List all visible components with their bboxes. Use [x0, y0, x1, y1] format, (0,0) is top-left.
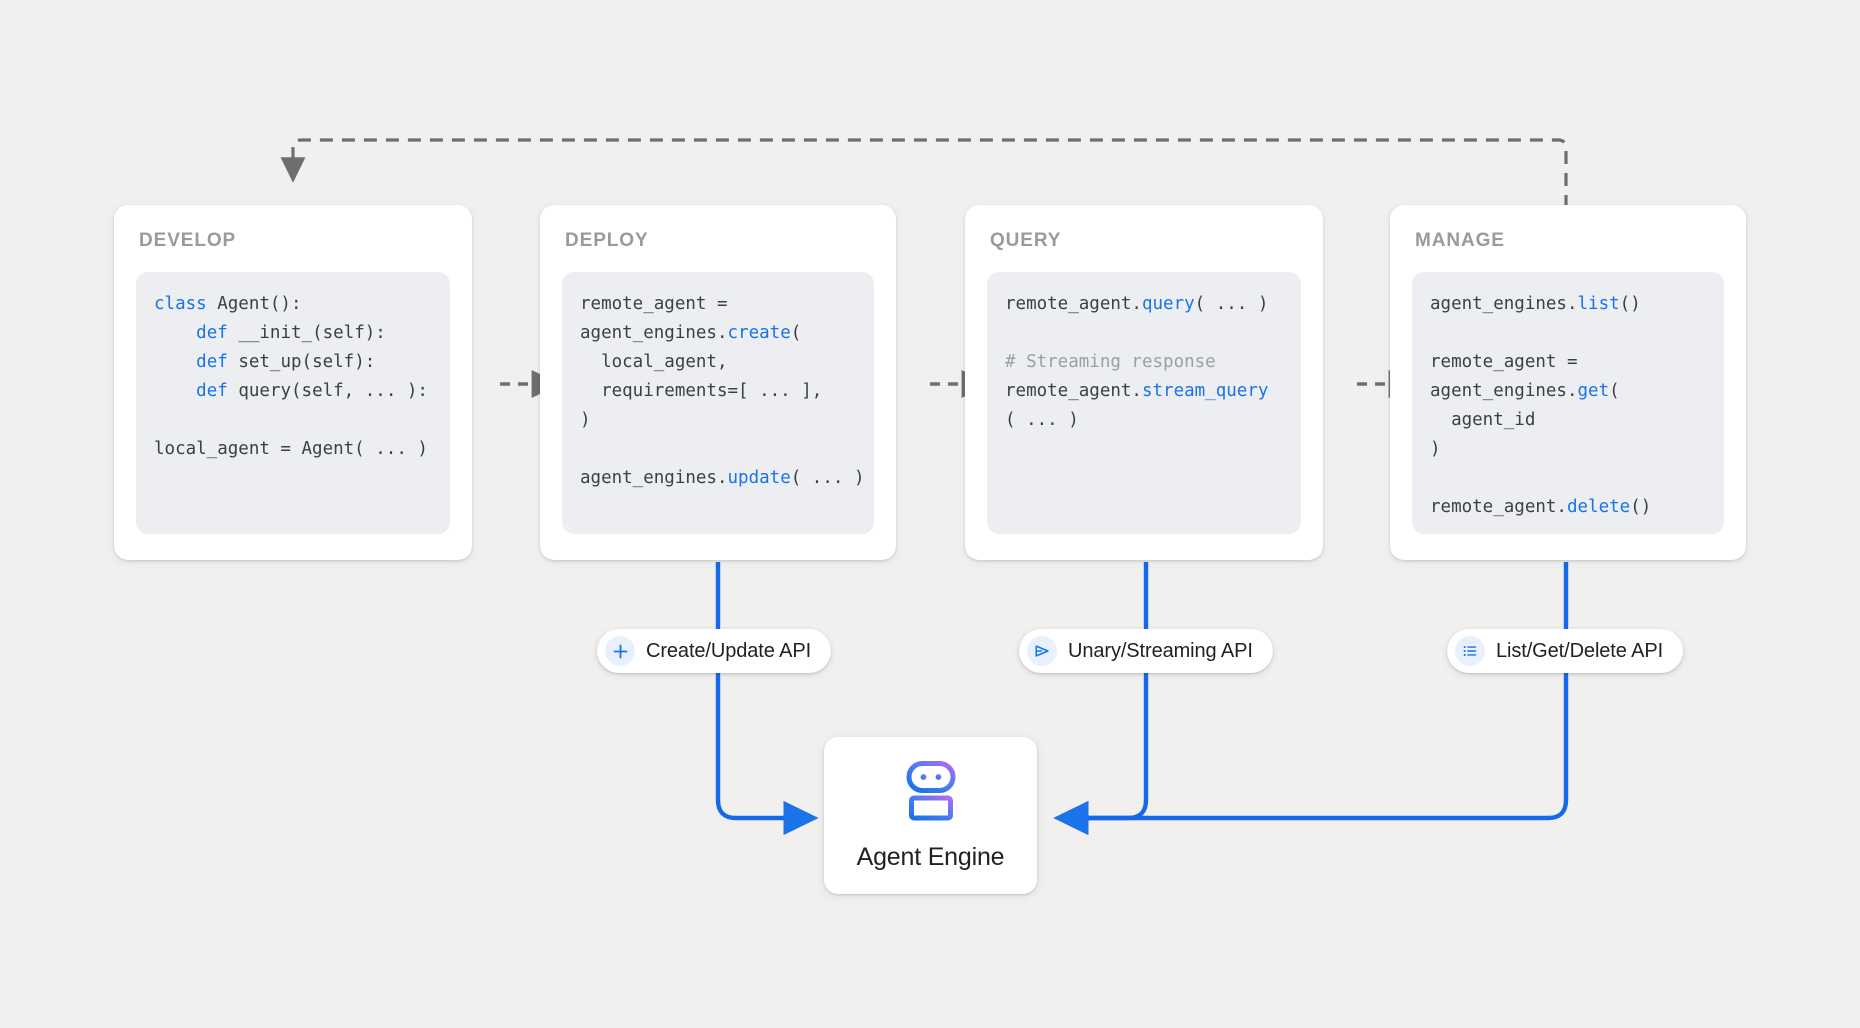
code-line: ( ... ): [1005, 410, 1079, 430]
code-line: requirements=[ ... ],: [580, 381, 823, 401]
code-line: [580, 435, 858, 464]
send-icon: [1027, 636, 1057, 666]
code-block-deploy: remote_agent = agent_engines.create( loca…: [562, 272, 874, 534]
code-line: agent_engines.get(: [1430, 381, 1620, 401]
stage-card-deploy[interactable]: DEPLOY remote_agent = agent_engines.creat…: [540, 205, 896, 560]
api-pill-label: List/Get/Delete API: [1496, 639, 1664, 662]
code-line: [1005, 319, 1285, 348]
agent-engine-card[interactable]: Agent Engine: [824, 737, 1037, 894]
code-block-query: remote_agent.query( ... ) # Streaming re…: [987, 272, 1301, 534]
code-line: remote_agent =: [580, 294, 728, 314]
code-line: [1430, 319, 1708, 348]
code-line: # Streaming response: [1005, 352, 1216, 372]
code-line: [154, 406, 434, 435]
list-icon: [1455, 636, 1485, 666]
blue-path-query-to-engine: [1053, 562, 1149, 836]
stage-title-manage: MANAGE: [1415, 230, 1505, 251]
code-line: def __init_(self):: [196, 323, 386, 343]
code-line: remote_agent =: [1430, 352, 1578, 372]
code-line: agent_engines.create(: [580, 323, 802, 343]
code-line: [1430, 464, 1708, 493]
api-pill-label: Unary/Streaming API: [1068, 639, 1253, 662]
code-line: ): [580, 410, 591, 430]
code-block-manage: agent_engines.list() remote_agent = agent…: [1412, 272, 1724, 534]
stage-title-deploy: DEPLOY: [565, 230, 649, 251]
robot-icon: [895, 760, 967, 827]
api-pill-create-update[interactable]: Create/Update API: [597, 629, 832, 673]
stage-card-query[interactable]: QUERY remote_agent.query( ... ) # Stream…: [965, 205, 1323, 560]
stage-card-manage[interactable]: MANAGE agent_engines.list() remote_agent…: [1390, 205, 1746, 560]
code-line: local_agent = Agent( ... ): [154, 439, 428, 459]
stage-title-develop: DEVELOP: [139, 230, 237, 251]
blue-path-deploy-to-engine: [715, 562, 819, 836]
code-line: remote_agent.delete(): [1430, 497, 1652, 517]
feedback-dashed-path: [280, 138, 1568, 208]
code-line: agent_engines.list(): [1430, 294, 1641, 314]
api-pill-label: Create/Update API: [646, 639, 812, 662]
code-line: ): [1430, 439, 1441, 459]
code-line: agent_id: [1430, 410, 1536, 430]
agent-engine-label: Agent Engine: [856, 842, 1005, 871]
api-pill-list-get-delete[interactable]: List/Get/Delete API: [1447, 629, 1684, 673]
api-pill-unary-streaming[interactable]: Unary/Streaming API: [1019, 629, 1273, 673]
code-block-develop: class Agent(): def __init_(self): def se…: [136, 272, 450, 534]
blue-path-manage-to-engine: [1053, 562, 1569, 836]
code-line: def set_up(self):: [196, 352, 376, 372]
code-line: remote_agent.query( ... ): [1005, 294, 1269, 314]
code-line: agent_engines.update( ... ): [580, 468, 865, 488]
code-line: remote_agent.stream_query: [1005, 381, 1269, 401]
code-line: class Agent():: [154, 294, 302, 314]
stage-card-develop[interactable]: DEVELOP class Agent(): def __init_(self)…: [114, 205, 472, 560]
stage-title-query: QUERY: [990, 230, 1062, 251]
code-line: local_agent,: [580, 352, 728, 372]
plus-icon: [605, 636, 635, 666]
code-line: def query(self, ... ):: [196, 381, 428, 401]
